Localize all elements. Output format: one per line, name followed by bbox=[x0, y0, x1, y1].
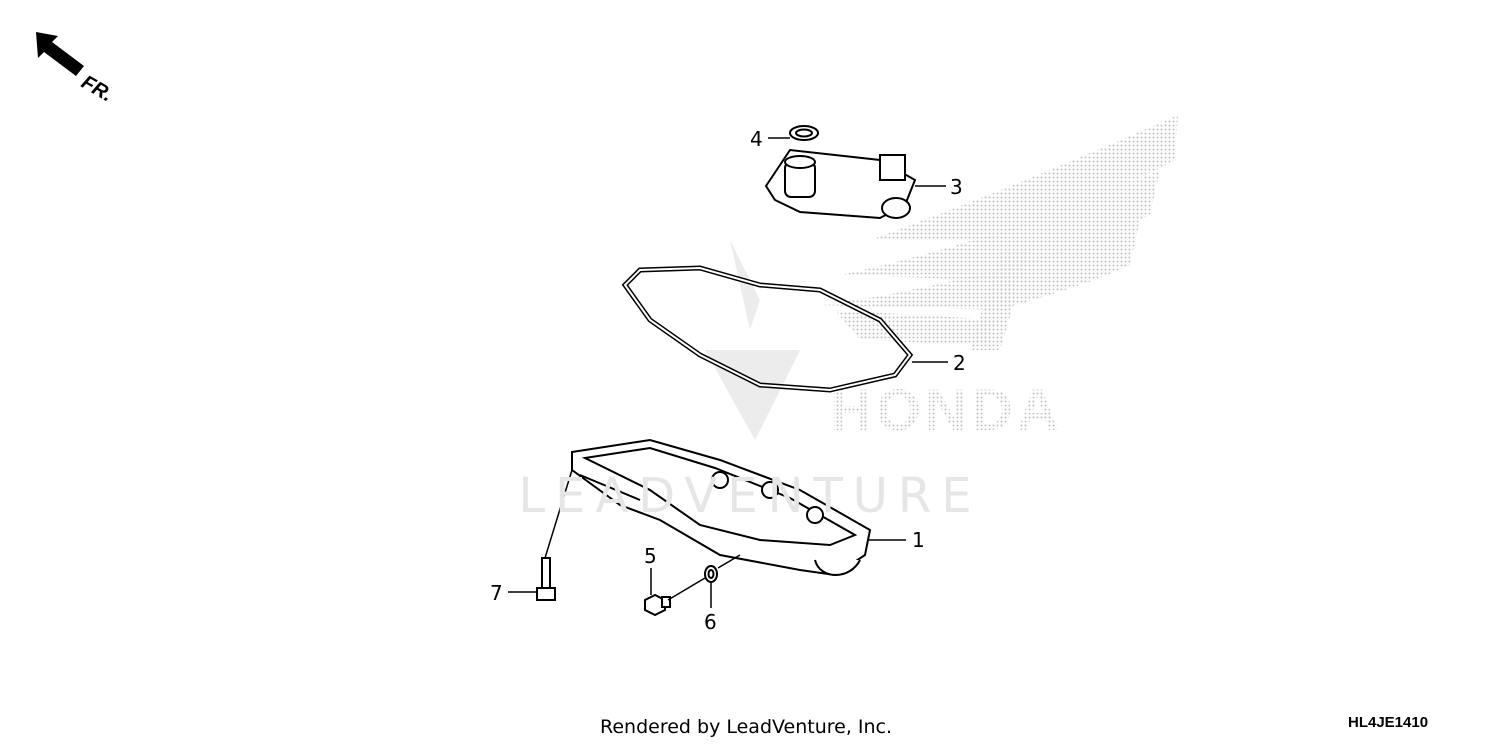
watermark-text: LEADVENTURE bbox=[518, 468, 981, 524]
part-6-washer bbox=[704, 565, 718, 583]
callout-1: 1 bbox=[912, 528, 925, 552]
direction-label: FR. bbox=[78, 71, 117, 106]
callout-4: 4 bbox=[750, 127, 763, 151]
part-1-oil-pan bbox=[571, 438, 872, 577]
part-7-bolt bbox=[536, 557, 556, 601]
honda-wing-logo: HONDA bbox=[820, 115, 1178, 443]
footer-credit: Rendered by LeadVenture, Inc. bbox=[600, 716, 893, 738]
callout-3: 3 bbox=[950, 175, 963, 199]
diagram-code: HL4JE1410 bbox=[1348, 714, 1429, 731]
part-4-seal bbox=[789, 125, 819, 141]
callout-6: 6 bbox=[704, 610, 717, 634]
part-3-strainer bbox=[764, 148, 917, 220]
leader-lines bbox=[508, 137, 948, 608]
leadventure-mark bbox=[705, 240, 800, 440]
part-2-gasket bbox=[621, 265, 914, 393]
part-5-drain-bolt bbox=[644, 593, 671, 617]
callout-7: 7 bbox=[490, 581, 503, 605]
callout-2: 2 bbox=[953, 351, 966, 375]
front-direction-arrow: FR. bbox=[36, 32, 116, 106]
callout-5: 5 bbox=[644, 544, 657, 568]
honda-logo-text: HONDA bbox=[830, 378, 1063, 443]
